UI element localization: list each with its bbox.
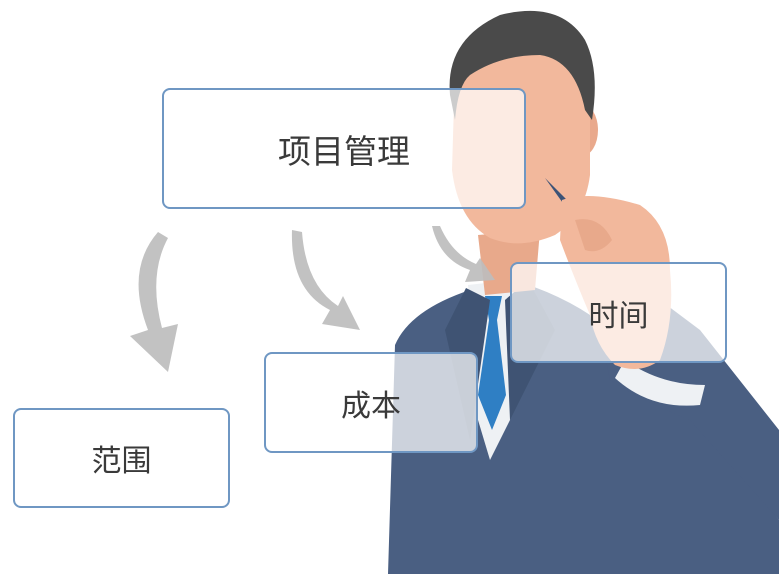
arrow-to-time (432, 226, 495, 282)
arrow-to-cost (291, 230, 360, 330)
time-label: 时间 (588, 298, 649, 334)
arrow-to-scope (130, 232, 178, 372)
project-management-label: 项目管理 (278, 131, 410, 171)
time-box: 时间 (510, 262, 727, 363)
project-management-box: 项目管理 (162, 88, 526, 209)
cost-box: 成本 (264, 352, 478, 453)
scope-label: 范围 (91, 444, 152, 479)
scope-box: 范围 (13, 408, 230, 508)
cost-label: 成本 (341, 388, 401, 424)
